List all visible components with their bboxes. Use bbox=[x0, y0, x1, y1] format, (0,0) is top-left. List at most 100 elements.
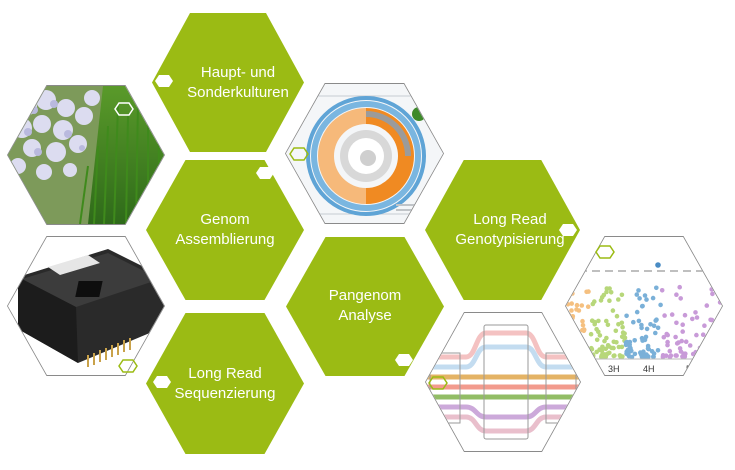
manhattan-point bbox=[715, 352, 721, 357]
label-haupt-line2: Sonderkulturen bbox=[187, 84, 289, 101]
label-genom-assemblierung: Genom Assemblierung bbox=[146, 210, 304, 250]
manhattan-point bbox=[697, 353, 703, 359]
manhattan-point bbox=[570, 351, 575, 357]
manhattan-point bbox=[618, 354, 623, 360]
label-pangenom-analyse: Pangenom Analyse bbox=[286, 286, 444, 326]
manhattan-point bbox=[651, 354, 656, 359]
hex-pangenom-analyse bbox=[286, 237, 444, 376]
manhattan-point bbox=[567, 354, 573, 360]
manhattan-point bbox=[582, 353, 588, 359]
manhattan-point bbox=[579, 353, 585, 359]
manhattan-point bbox=[712, 326, 718, 331]
manhattan-point bbox=[682, 312, 688, 318]
pangenome-graph-image bbox=[426, 313, 580, 451]
manhattan-point bbox=[716, 354, 722, 360]
manhattan-point bbox=[668, 353, 674, 358]
badge-hex-icon bbox=[595, 245, 615, 259]
manhattan-point bbox=[616, 297, 621, 302]
manhattan-point bbox=[576, 308, 582, 313]
manhattan-point bbox=[616, 322, 621, 327]
manhattan-point bbox=[576, 348, 582, 354]
manhattan-point bbox=[594, 337, 600, 343]
badge-hex-icon bbox=[153, 376, 171, 388]
label-sequenz-line1: Long Read bbox=[188, 365, 262, 382]
manhattan-point bbox=[574, 339, 579, 345]
manhattan-point bbox=[604, 318, 609, 324]
manhattan-point bbox=[662, 313, 667, 318]
manhattan-point bbox=[566, 344, 570, 350]
manhattan-point bbox=[644, 297, 649, 302]
manhattan-point bbox=[567, 352, 572, 357]
manhattan-point bbox=[627, 348, 633, 354]
manhattan-point bbox=[575, 351, 581, 357]
manhattan-point bbox=[614, 313, 620, 319]
manhattan-point bbox=[636, 318, 642, 324]
manhattan-point bbox=[600, 344, 605, 350]
manhattan-point bbox=[571, 347, 577, 352]
manhattan-point bbox=[667, 348, 673, 354]
label-long-read-genotypisierung: Long Read Genotypisierung bbox=[425, 210, 595, 250]
manhattan-point bbox=[659, 288, 665, 293]
badge-hex-icon bbox=[559, 224, 577, 236]
badge-hex-icon bbox=[114, 102, 134, 116]
manhattan-point bbox=[644, 326, 650, 332]
manhattan-point bbox=[696, 354, 701, 359]
manhattan-point bbox=[680, 329, 685, 334]
manhattan-point bbox=[619, 292, 625, 298]
manhattan-point bbox=[694, 332, 699, 338]
manhattan-point bbox=[699, 354, 704, 360]
manhattan-point bbox=[714, 337, 719, 342]
badge-hex-icon bbox=[428, 376, 448, 390]
manhattan-point bbox=[568, 345, 574, 351]
manhattan-point bbox=[613, 328, 619, 334]
manhattan-point bbox=[640, 303, 645, 309]
manhattan-point bbox=[566, 316, 569, 322]
label-sequenz-line2: Sequenzierung bbox=[174, 385, 276, 402]
manhattan-point bbox=[679, 338, 684, 344]
manhattan-point bbox=[680, 322, 685, 327]
manhattan-point bbox=[592, 321, 597, 327]
manhattan-point bbox=[631, 319, 636, 325]
manhattan-point bbox=[592, 299, 597, 304]
plants-image bbox=[8, 86, 164, 224]
manhattan-point bbox=[610, 308, 616, 313]
manhattan-point bbox=[607, 350, 612, 356]
manhattan-point bbox=[575, 354, 581, 360]
manhattan-point bbox=[711, 344, 717, 350]
manhattan-point bbox=[705, 352, 710, 358]
manhattan-point bbox=[663, 353, 669, 358]
manhattan-point bbox=[624, 339, 630, 345]
manhattan-point bbox=[678, 296, 683, 301]
manhattan-point bbox=[626, 353, 632, 359]
manhattan-point bbox=[707, 348, 713, 353]
manhattan-point bbox=[601, 292, 607, 298]
manhattan-point bbox=[577, 354, 582, 360]
manhattan-point bbox=[702, 354, 707, 360]
manhattan-point bbox=[700, 349, 705, 355]
manhattan-point bbox=[702, 323, 707, 328]
manhattan-point bbox=[645, 353, 650, 359]
manhattan-point bbox=[654, 317, 659, 322]
manhattan-point bbox=[586, 352, 592, 358]
manhattan-point bbox=[669, 312, 675, 317]
manhattan-point bbox=[575, 351, 580, 357]
manhattan-point bbox=[638, 350, 643, 355]
manhattan-point bbox=[581, 328, 587, 334]
manhattan-point bbox=[674, 320, 679, 326]
manhattan-point bbox=[664, 331, 669, 337]
manhattan-point bbox=[653, 330, 658, 336]
manhattan-point bbox=[574, 351, 579, 357]
manhattan-point bbox=[584, 289, 589, 295]
manhattan-point bbox=[604, 286, 610, 291]
label-pangenom-line2: Analyse bbox=[338, 307, 392, 324]
manhattan-point bbox=[566, 286, 571, 291]
circular-genome-plot-image bbox=[286, 84, 443, 223]
label-genom-line1: Genom bbox=[200, 211, 250, 228]
manhattan-point bbox=[649, 349, 655, 354]
badge-hex-icon bbox=[289, 147, 309, 161]
manhattan-axis-label-3h: 3H bbox=[608, 364, 620, 374]
badge-hex-icon bbox=[395, 354, 413, 366]
manhattan-point bbox=[637, 296, 642, 301]
manhattan-point bbox=[716, 349, 722, 355]
manhattan-point bbox=[639, 322, 644, 328]
